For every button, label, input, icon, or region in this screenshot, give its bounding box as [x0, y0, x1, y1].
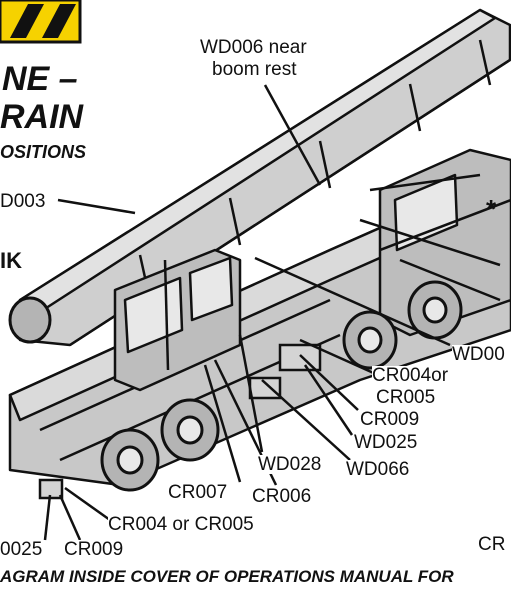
outrigger-details	[38, 343, 322, 500]
label-wd025-right: WD025	[354, 432, 418, 453]
label-cr009-right: CR009	[360, 409, 420, 430]
label-d003: D003	[0, 191, 46, 212]
label-cr006: CR006	[252, 486, 312, 507]
label-cr005: CR005	[376, 387, 436, 408]
label-wd028: WD028	[258, 454, 322, 475]
label-cr007: CR007	[168, 482, 228, 503]
label-cr004-or-cr005: CR004 or CR005	[108, 514, 254, 535]
asterisk-marker: *	[486, 194, 497, 224]
label-cr009-left: CR009	[64, 539, 124, 560]
label-wd00-partial: WD00	[452, 344, 505, 365]
label-wd006: WD006 near	[200, 37, 307, 58]
title-line-3: OSITIONS	[0, 142, 87, 162]
operator-cab	[113, 248, 242, 392]
label-cr-partial: CR	[478, 534, 506, 555]
label-boom-rest: boom rest	[212, 59, 297, 80]
label-d025-left: 0025	[0, 539, 43, 560]
label-cr004or: CR004or	[372, 365, 449, 386]
wheels	[8, 280, 463, 492]
label-wd066: WD066	[346, 459, 410, 480]
title-line-1: NE –	[2, 60, 78, 98]
title-line-2: RAIN	[0, 98, 84, 136]
footer-caption: AGRAM INSIDE COVER OF OPERATIONS MANUAL …	[0, 567, 454, 586]
title-fragment: IK	[0, 248, 22, 273]
hazard-stripe-badge	[0, 0, 82, 44]
